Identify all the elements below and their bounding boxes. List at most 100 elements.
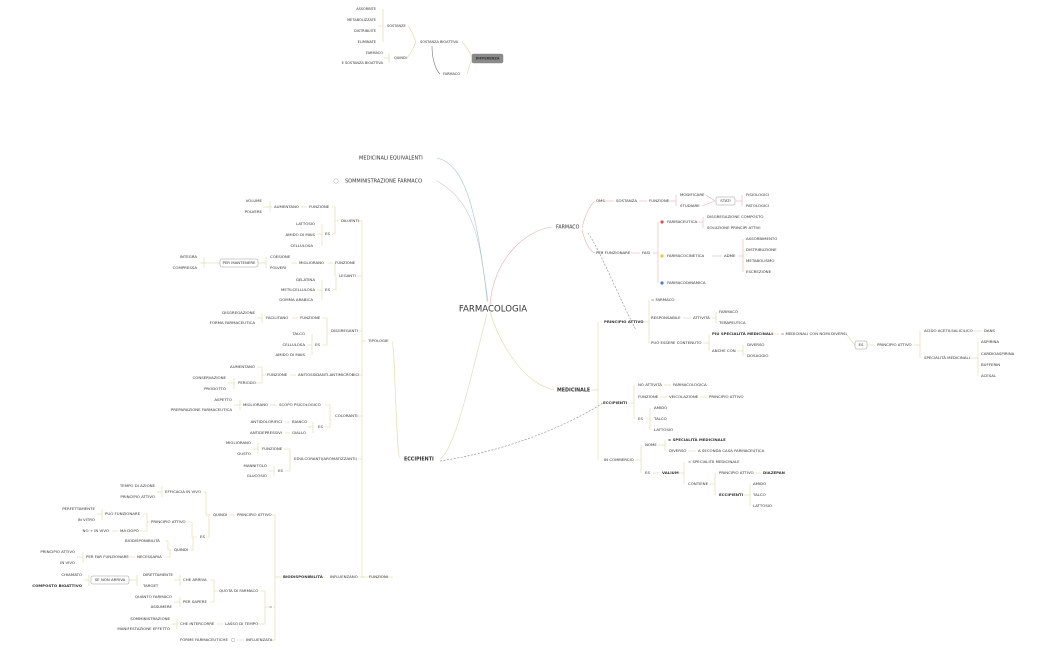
node-label: IN VIVO — [60, 560, 75, 565]
node-label: TALCO — [752, 492, 766, 497]
node-label: LATTOSIO — [654, 427, 673, 432]
node-label: ES — [325, 287, 330, 292]
node-label: SPECIALITÀ MEDICINALI — [924, 355, 970, 360]
stati-box — [715, 196, 736, 206]
node-label: INFLUENZATA — [246, 637, 273, 642]
node-label: AMIDO DI MAIS — [276, 352, 306, 357]
node-label: ASPIRINA — [981, 339, 999, 344]
node-label: ES — [315, 342, 320, 347]
connector — [322, 331, 328, 346]
node-label: DISGREGANTI — [331, 328, 358, 333]
node-label: FARMACO — [556, 225, 580, 231]
node-label: A SECONDA CASA FARMACEUTICA — [698, 448, 765, 453]
node-label: NO + IN VIVO — [83, 528, 109, 533]
node-label: ACIDO ACETILSALICILICO — [924, 328, 973, 333]
node-label: IN COMMERCIO — [604, 457, 634, 462]
node-label: SOLUZIONE PRINCIPI ATTIVI — [707, 225, 760, 230]
node-label: FARMACEUTICA — [667, 219, 697, 224]
connector — [334, 207, 339, 222]
node-label: QUANTO FARMACO — [135, 594, 172, 599]
node-label: FACILITANO — [266, 315, 288, 320]
connector — [210, 591, 215, 603]
connector — [189, 537, 194, 551]
node-label: FARMACO — [366, 51, 383, 55]
farmacodinamica-dot — [660, 281, 664, 285]
node-label: VEICOLAZIONE — [669, 394, 699, 399]
node-label: ASPETTO — [214, 397, 232, 402]
connector — [461, 41, 473, 58]
es-box — [854, 340, 868, 350]
node-label: ECCIPIENTI — [719, 492, 744, 497]
node-label: PERFETTAMENTE — [62, 506, 95, 511]
node-label: TALCO — [653, 416, 667, 421]
connector — [701, 200, 716, 207]
connector — [466, 59, 473, 75]
node-label: GUSTO — [237, 451, 251, 456]
node-label: COLORANTI — [335, 413, 358, 418]
node-label: COMPOSTO BIOATTIVO — [32, 583, 82, 588]
node-label: TEMPO DI AZIONE — [119, 483, 156, 488]
node-label: FUNZIONE — [267, 372, 288, 377]
node-label: CELLULOSA — [291, 243, 314, 248]
node-label: ANTIOSSIDANTI-ANTIMICROBICI — [298, 372, 359, 377]
node-label: MODIFICARE — [680, 192, 705, 197]
node-label: FARMACOCINETICA — [667, 253, 704, 258]
node-label: FORMA FARMACEUTICA — [210, 320, 256, 325]
node-label: CONTIENE — [688, 481, 709, 486]
node-label: SOSTANZE — [387, 24, 406, 28]
connector — [333, 276, 337, 291]
node-label: TALCO — [291, 331, 305, 336]
connector — [581, 229, 596, 254]
connector — [284, 448, 291, 459]
farmacocinetica-dot — [660, 254, 664, 258]
node-label: PATOLOGICI — [746, 203, 769, 208]
equals-label: = — [269, 604, 272, 609]
node-label: METILCELLULOSA — [281, 287, 315, 292]
connector — [260, 590, 269, 608]
differenza-label: DIFFERENZA — [476, 57, 500, 61]
connector — [285, 459, 291, 472]
boxed-nodes — [90, 53, 868, 643]
connector — [140, 513, 148, 532]
node-label: E SOSTANZA BIOATTIVA — [342, 61, 384, 65]
connector — [166, 550, 171, 558]
node-label: ES — [278, 468, 283, 473]
node-label: GIALLO — [292, 430, 306, 435]
node-label: DANS — [984, 328, 995, 333]
node-label: ES — [318, 424, 323, 429]
node-label: MEDICINALI EQUIVALENTI — [359, 156, 423, 162]
node-label: EDULCORANTI(AROMATIZZANTI) — [294, 456, 358, 461]
node-label: FUNZIONI — [369, 574, 388, 579]
connector — [705, 194, 716, 202]
node-label: POLVERE — [245, 209, 263, 214]
node-label: PRINCIPIO ATTIVO — [120, 494, 155, 499]
node-label: PER FUNZIONARE — [596, 250, 631, 255]
node-label: CHE ARRIVA — [183, 577, 207, 582]
branch-somministrazione — [436, 180, 488, 302]
node-label: BUFFERIN — [981, 362, 1000, 367]
node-label: PERIODO — [238, 380, 256, 385]
node-label: MANIFESTAZIONE EFFETTO — [117, 626, 170, 631]
node-label: METABOLIZZATE — [347, 18, 376, 22]
node-label: LEGANTI — [339, 273, 356, 278]
node-label: INTEGRA — [180, 254, 197, 259]
node-label: SOMMINISTRAZIONE — [130, 616, 170, 621]
branch-medicinale — [489, 311, 556, 391]
node-label: NO ATTIVITÀ — [638, 382, 662, 387]
node-label: STUDIARE — [680, 203, 700, 208]
node-label: MA DOPO — [120, 528, 139, 533]
node-label: NECESSARIA — [137, 554, 162, 559]
node-label: FARMACODINAMICA — [667, 280, 706, 285]
node-label: FORME FARMACEUTICHE — [180, 637, 228, 642]
node-label: FUNZIONE — [335, 260, 356, 265]
node-label: ECCIPIENTI — [603, 400, 628, 405]
node-label: SE NON ARRIVA — [95, 577, 126, 582]
node-label: INFLUENZANO — [330, 574, 358, 579]
node-label: DILUENTI — [341, 218, 359, 223]
node-label: DISGREGAZIONE COMPOSTO — [707, 214, 763, 219]
node-label: ES — [638, 416, 643, 421]
node-label: LATTOSIO — [753, 503, 772, 508]
per-mantenere-box — [219, 258, 259, 268]
node-label: AMIDO — [753, 481, 766, 486]
node-label: MIGLIORANO — [226, 440, 251, 445]
